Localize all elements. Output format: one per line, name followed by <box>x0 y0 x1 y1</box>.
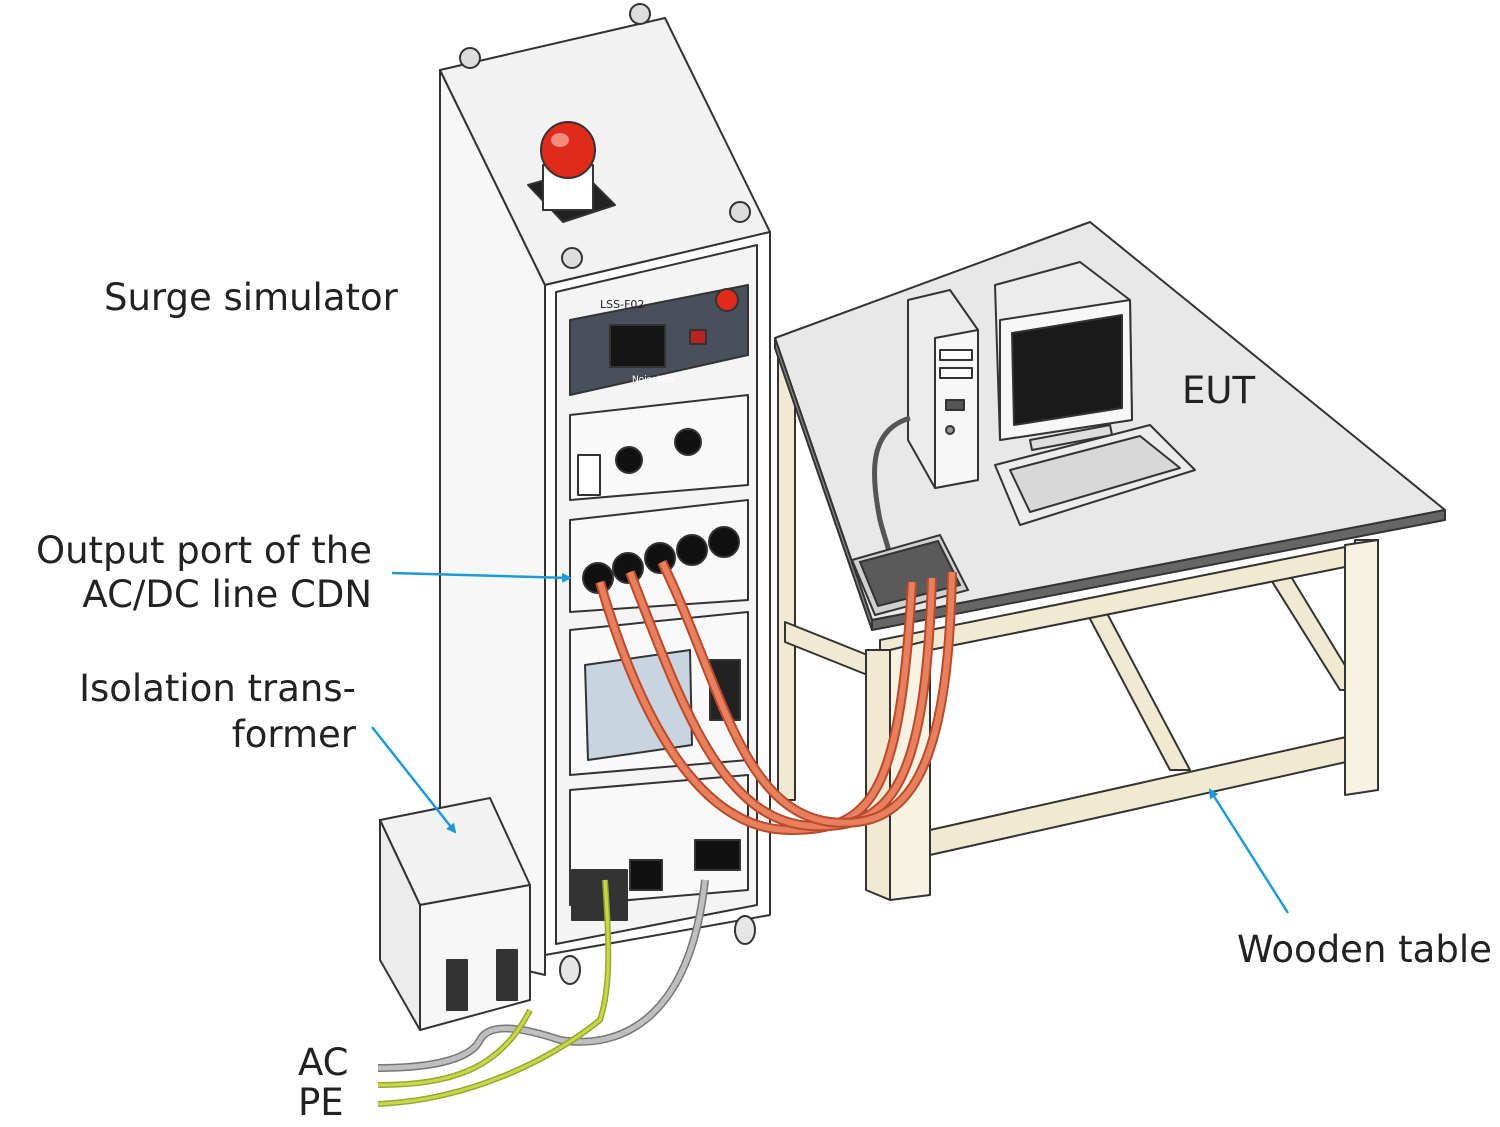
eut-computer <box>907 261 1196 526</box>
callout-arrows <box>371 571 1290 914</box>
wooden-table-arrow <box>1208 788 1290 914</box>
ac-label: AC <box>298 1041 349 1084</box>
rack-brand-label: NoiseKen <box>632 375 674 385</box>
pe-label: PE <box>298 1081 344 1124</box>
isolation-transformer-arrow <box>371 726 457 834</box>
output-port-label-line1: Output port of the <box>35 529 372 572</box>
surge-simulator-rack <box>439 3 771 985</box>
power-wires <box>377 879 709 1107</box>
output-port-arrow <box>391 571 572 583</box>
isolation-transformer-label-line2: former <box>231 713 356 756</box>
output-port-label-line2: AC/DC line CDN <box>82 573 372 616</box>
isolation-transformer-label-line1: Isolation trans- <box>79 667 356 710</box>
surge-simulator-label: Surge simulator <box>104 276 398 319</box>
eut-label: EUT <box>1182 369 1256 412</box>
rack-model-label: LSS-F02 <box>600 298 644 311</box>
surge-cables <box>595 559 957 836</box>
wooden-table-label: Wooden table <box>1237 928 1492 971</box>
output-port-connectors <box>582 526 740 594</box>
isolation-transformer <box>379 797 531 1031</box>
